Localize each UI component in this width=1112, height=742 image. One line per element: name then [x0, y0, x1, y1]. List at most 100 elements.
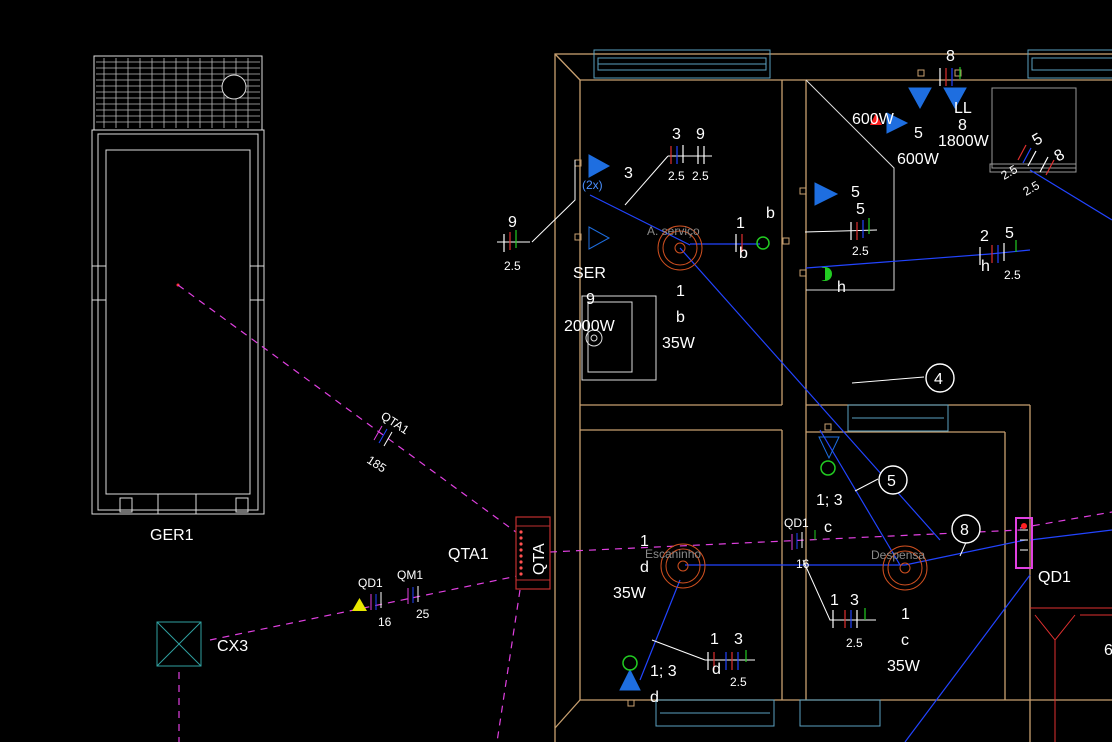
stair-fixture	[1030, 607, 1112, 742]
drawing-label: h	[981, 258, 990, 275]
drawing-label: 2.5	[1004, 268, 1021, 282]
panel-qd1[interactable]	[1015, 517, 1033, 569]
light-fixture-pantry[interactable]	[882, 545, 928, 591]
drawing-label: QD1	[784, 516, 809, 530]
drawing-label: 3	[734, 631, 743, 648]
panel-qd1-label: QD1	[1038, 569, 1071, 586]
outlet-icon	[588, 226, 611, 250]
outlet-icon	[814, 182, 839, 206]
drawing-label: 600W	[852, 111, 895, 128]
drawing-label: 8	[960, 522, 969, 539]
warning-triangle-icon	[352, 598, 367, 611]
drawing-label: 5	[1005, 225, 1014, 242]
drawing-label: c	[824, 519, 832, 536]
room-label-laundry: LL	[954, 100, 972, 117]
drawing-label: 9	[586, 291, 595, 308]
box-cx3[interactable]	[156, 621, 202, 667]
drawing-label: 35W	[613, 585, 647, 602]
outlets[interactable]	[588, 87, 967, 691]
drawing-label: 1	[710, 631, 719, 648]
drawing-label: 2.5	[852, 244, 869, 258]
drawing-label: 35W	[662, 335, 696, 352]
drawing-label: b	[676, 309, 685, 326]
drawing-label: 8	[1052, 146, 1068, 165]
drawing-label: h	[837, 279, 846, 296]
drawing-label: c	[901, 632, 909, 649]
room-label-server: SER	[573, 265, 606, 282]
drawing-label: 600W	[897, 151, 940, 168]
room-label-storage: Escaninho	[645, 547, 701, 561]
room-label-pantry: Despensa	[871, 548, 925, 562]
circuit-marker-4[interactable]: 4	[925, 363, 955, 393]
building-walls	[554, 53, 1112, 742]
drawing-label: 2.5	[692, 169, 709, 183]
feeder-tag-qd1: QD1 16	[358, 576, 392, 629]
drawing-label: 185	[364, 453, 389, 476]
drawing-label: 9	[508, 214, 517, 231]
drawing-label: b	[739, 245, 748, 262]
circuit-marker-5[interactable]: 5	[878, 465, 908, 495]
windows	[593, 49, 1112, 727]
drawing-label: 25	[416, 607, 430, 621]
box-cx3-label: CX3	[217, 638, 248, 655]
drawing-label: 5	[1030, 130, 1046, 149]
drawing-label: 5	[856, 201, 865, 218]
drawing-label: 1	[901, 606, 910, 623]
circuit-ticks	[503, 67, 1055, 670]
drawing-label: 2.5	[668, 169, 685, 183]
drawing-label: 2000W	[564, 318, 616, 335]
light-fixture-storage[interactable]	[660, 543, 706, 589]
drawing-label: 2.5	[846, 636, 863, 650]
drawing-label: d	[650, 689, 659, 706]
drawing-label: 2.5	[999, 162, 1021, 183]
outlet-icon	[886, 112, 909, 134]
drawing-label: 9	[696, 126, 705, 143]
feeder-tag-qta1: QTA1 185	[364, 409, 411, 476]
drawing-label: 1; 3	[816, 492, 843, 509]
drawing-label: 5	[914, 125, 923, 142]
circuit-labels: 9 2.5 (2x) 3 3 9 2.5 2.5 SER 1 b b 1 b 3…	[504, 48, 1112, 706]
drawing-label: QM1	[397, 568, 423, 582]
alert-icon	[870, 113, 882, 125]
drawing-label: 2.5	[504, 259, 521, 273]
drawing-label: 1; 3	[650, 663, 677, 680]
panel-qta-box-label: QTA	[531, 543, 548, 575]
room-label-service: A. serviço	[647, 224, 700, 238]
outlet-icon	[818, 436, 840, 460]
outlet-icon	[908, 87, 932, 110]
drawing-label: 35W	[887, 658, 921, 675]
drawing-label: 2.5	[1021, 178, 1043, 199]
drawing-label: 3	[672, 126, 681, 143]
conduits	[589, 169, 1112, 742]
circuit-marker-8[interactable]: 8	[951, 514, 981, 544]
generator-label: GER1	[150, 527, 194, 544]
drawing-label: b	[766, 205, 775, 222]
leader-lines	[497, 155, 969, 661]
light-fixture-service[interactable]	[657, 225, 703, 271]
drawing-label: 5	[887, 473, 896, 490]
outlet-icon	[619, 668, 641, 691]
drawing-label: QTA1	[378, 409, 411, 438]
drawing-label: 6	[1104, 642, 1112, 659]
drawing-label: (2x)	[582, 178, 603, 192]
drawing-label: d	[712, 661, 721, 678]
drawing-label: 16	[796, 557, 810, 571]
switches[interactable]	[622, 236, 836, 671]
junction-boxes	[574, 69, 962, 707]
drawing-label: d	[640, 559, 649, 576]
drawing-label: QD1	[358, 576, 383, 590]
drawing-label: 2	[980, 228, 989, 245]
drawing-label: 8	[946, 48, 955, 65]
feeder-tag-qd1-mid: QD1 16	[784, 516, 816, 571]
drawing-label: 2.5	[730, 675, 747, 689]
laundry-tank	[581, 295, 657, 381]
outlet-icon	[588, 154, 611, 178]
drawing-label: 3	[624, 165, 633, 182]
generator-ger1[interactable]: GER1	[91, 55, 265, 544]
panel-qta[interactable]: QTA	[515, 516, 551, 590]
drawing-label: 3	[850, 592, 859, 609]
feeders	[177, 284, 1112, 742]
drawing-label: 1800W	[938, 133, 990, 150]
panel-qta1-label: QTA1	[448, 546, 489, 563]
